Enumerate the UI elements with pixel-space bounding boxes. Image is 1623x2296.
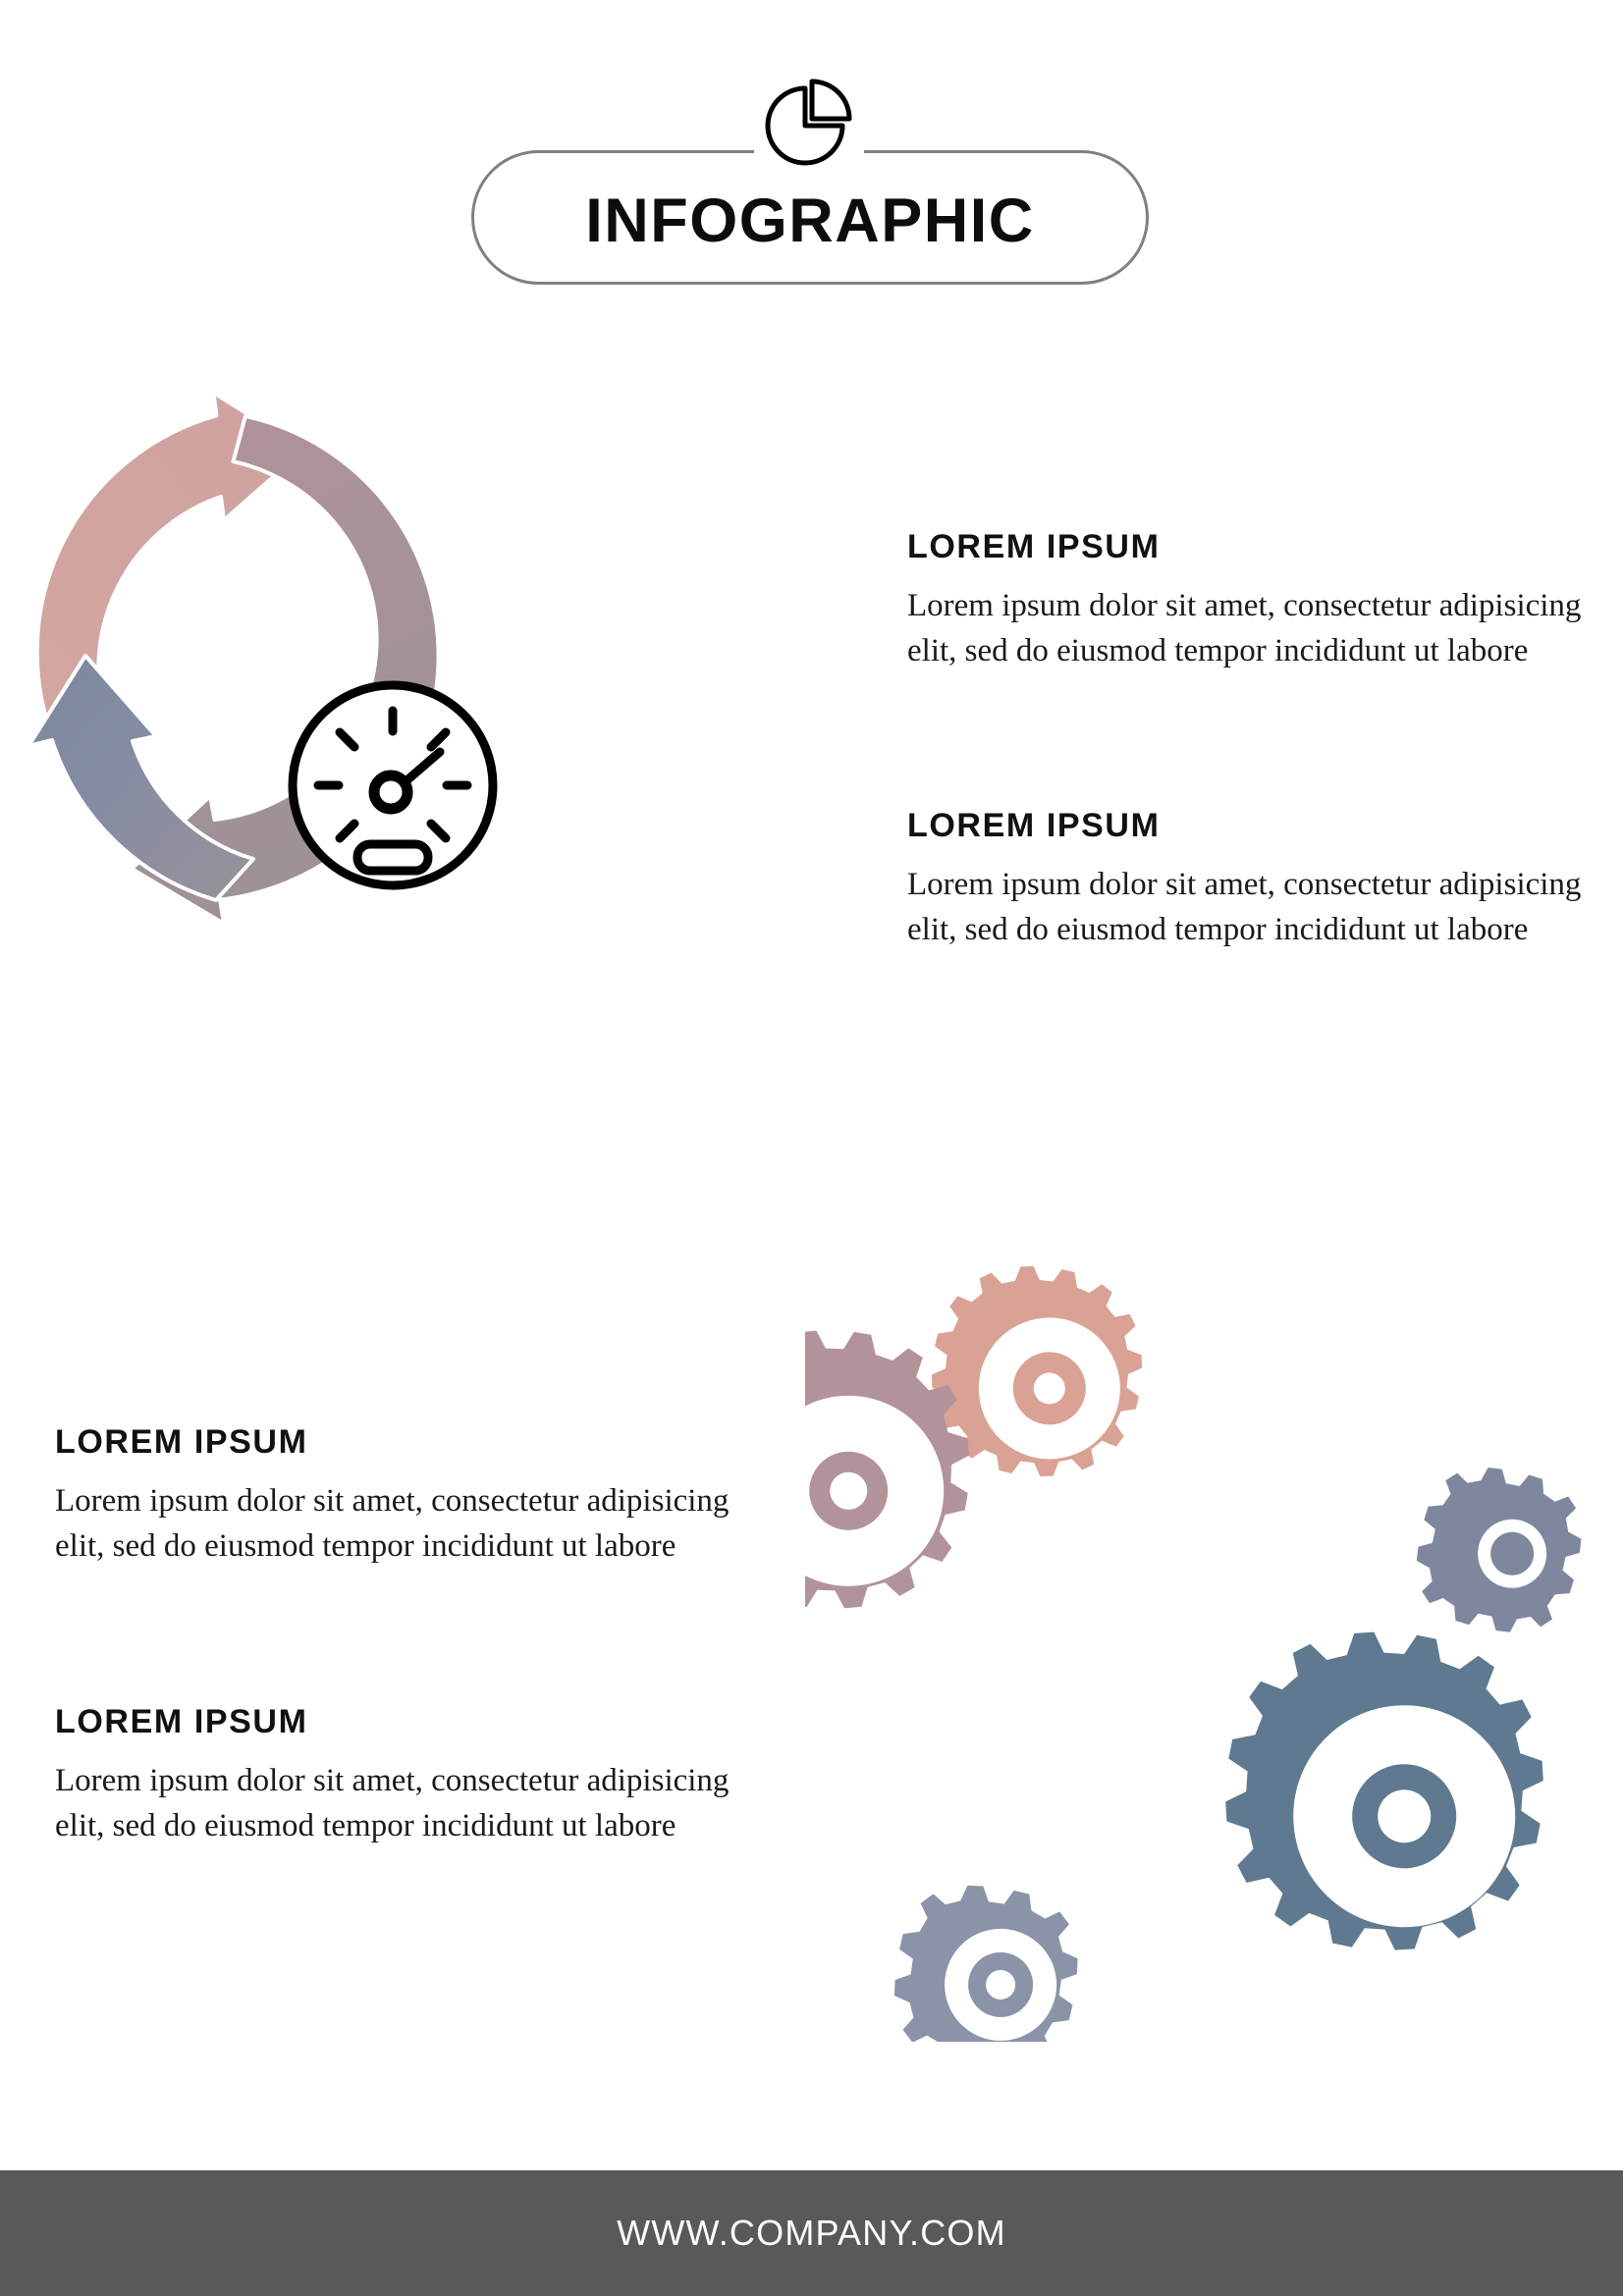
text-block-right-bottom: LOREM IPSUM Lorem ipsum dolor sit amet, … — [907, 807, 1585, 952]
text-block-left-top: LOREM IPSUM Lorem ipsum dolor sit amet, … — [55, 1423, 732, 1569]
text-block-body: Lorem ipsum dolor sit amet, consectetur … — [55, 1483, 730, 1564]
text-block-heading: LOREM IPSUM — [55, 1703, 308, 1740]
footer-bar — [0, 2170, 1623, 2296]
text-block-right-top: LOREM IPSUM Lorem ipsum dolor sit amet, … — [907, 528, 1585, 673]
gear-salmon-medium — [932, 1266, 1142, 1476]
header: INFOGRAPHIC — [0, 0, 1623, 324]
pie-chart-icon — [754, 77, 864, 175]
text-block-body: Lorem ipsum dolor sit amet, consectetur … — [907, 867, 1582, 947]
footer-website-url: WWW.COMPANY.COM — [617, 2213, 1006, 2253]
text-block-body: Lorem ipsum dolor sit amet, consectetur … — [907, 588, 1582, 668]
text-block-heading: LOREM IPSUM — [907, 807, 1161, 844]
gear-cluster — [691, 1256, 1591, 2069]
gear-steel-xlarge — [1225, 1631, 1543, 1950]
gear-slate-small-top — [1416, 1468, 1582, 1632]
text-block-heading: LOREM IPSUM — [907, 528, 1161, 565]
gauge-speedometer-icon — [283, 675, 503, 895]
page-title: INFOGRAPHIC — [585, 187, 1035, 255]
text-block-body: Lorem ipsum dolor sit amet, consectetur … — [55, 1763, 730, 1843]
gear-slate-small-bot — [893, 1885, 1078, 2069]
text-block-heading: LOREM IPSUM — [55, 1423, 308, 1461]
text-block-left-bottom: LOREM IPSUM Lorem ipsum dolor sit amet, … — [55, 1703, 732, 1848]
